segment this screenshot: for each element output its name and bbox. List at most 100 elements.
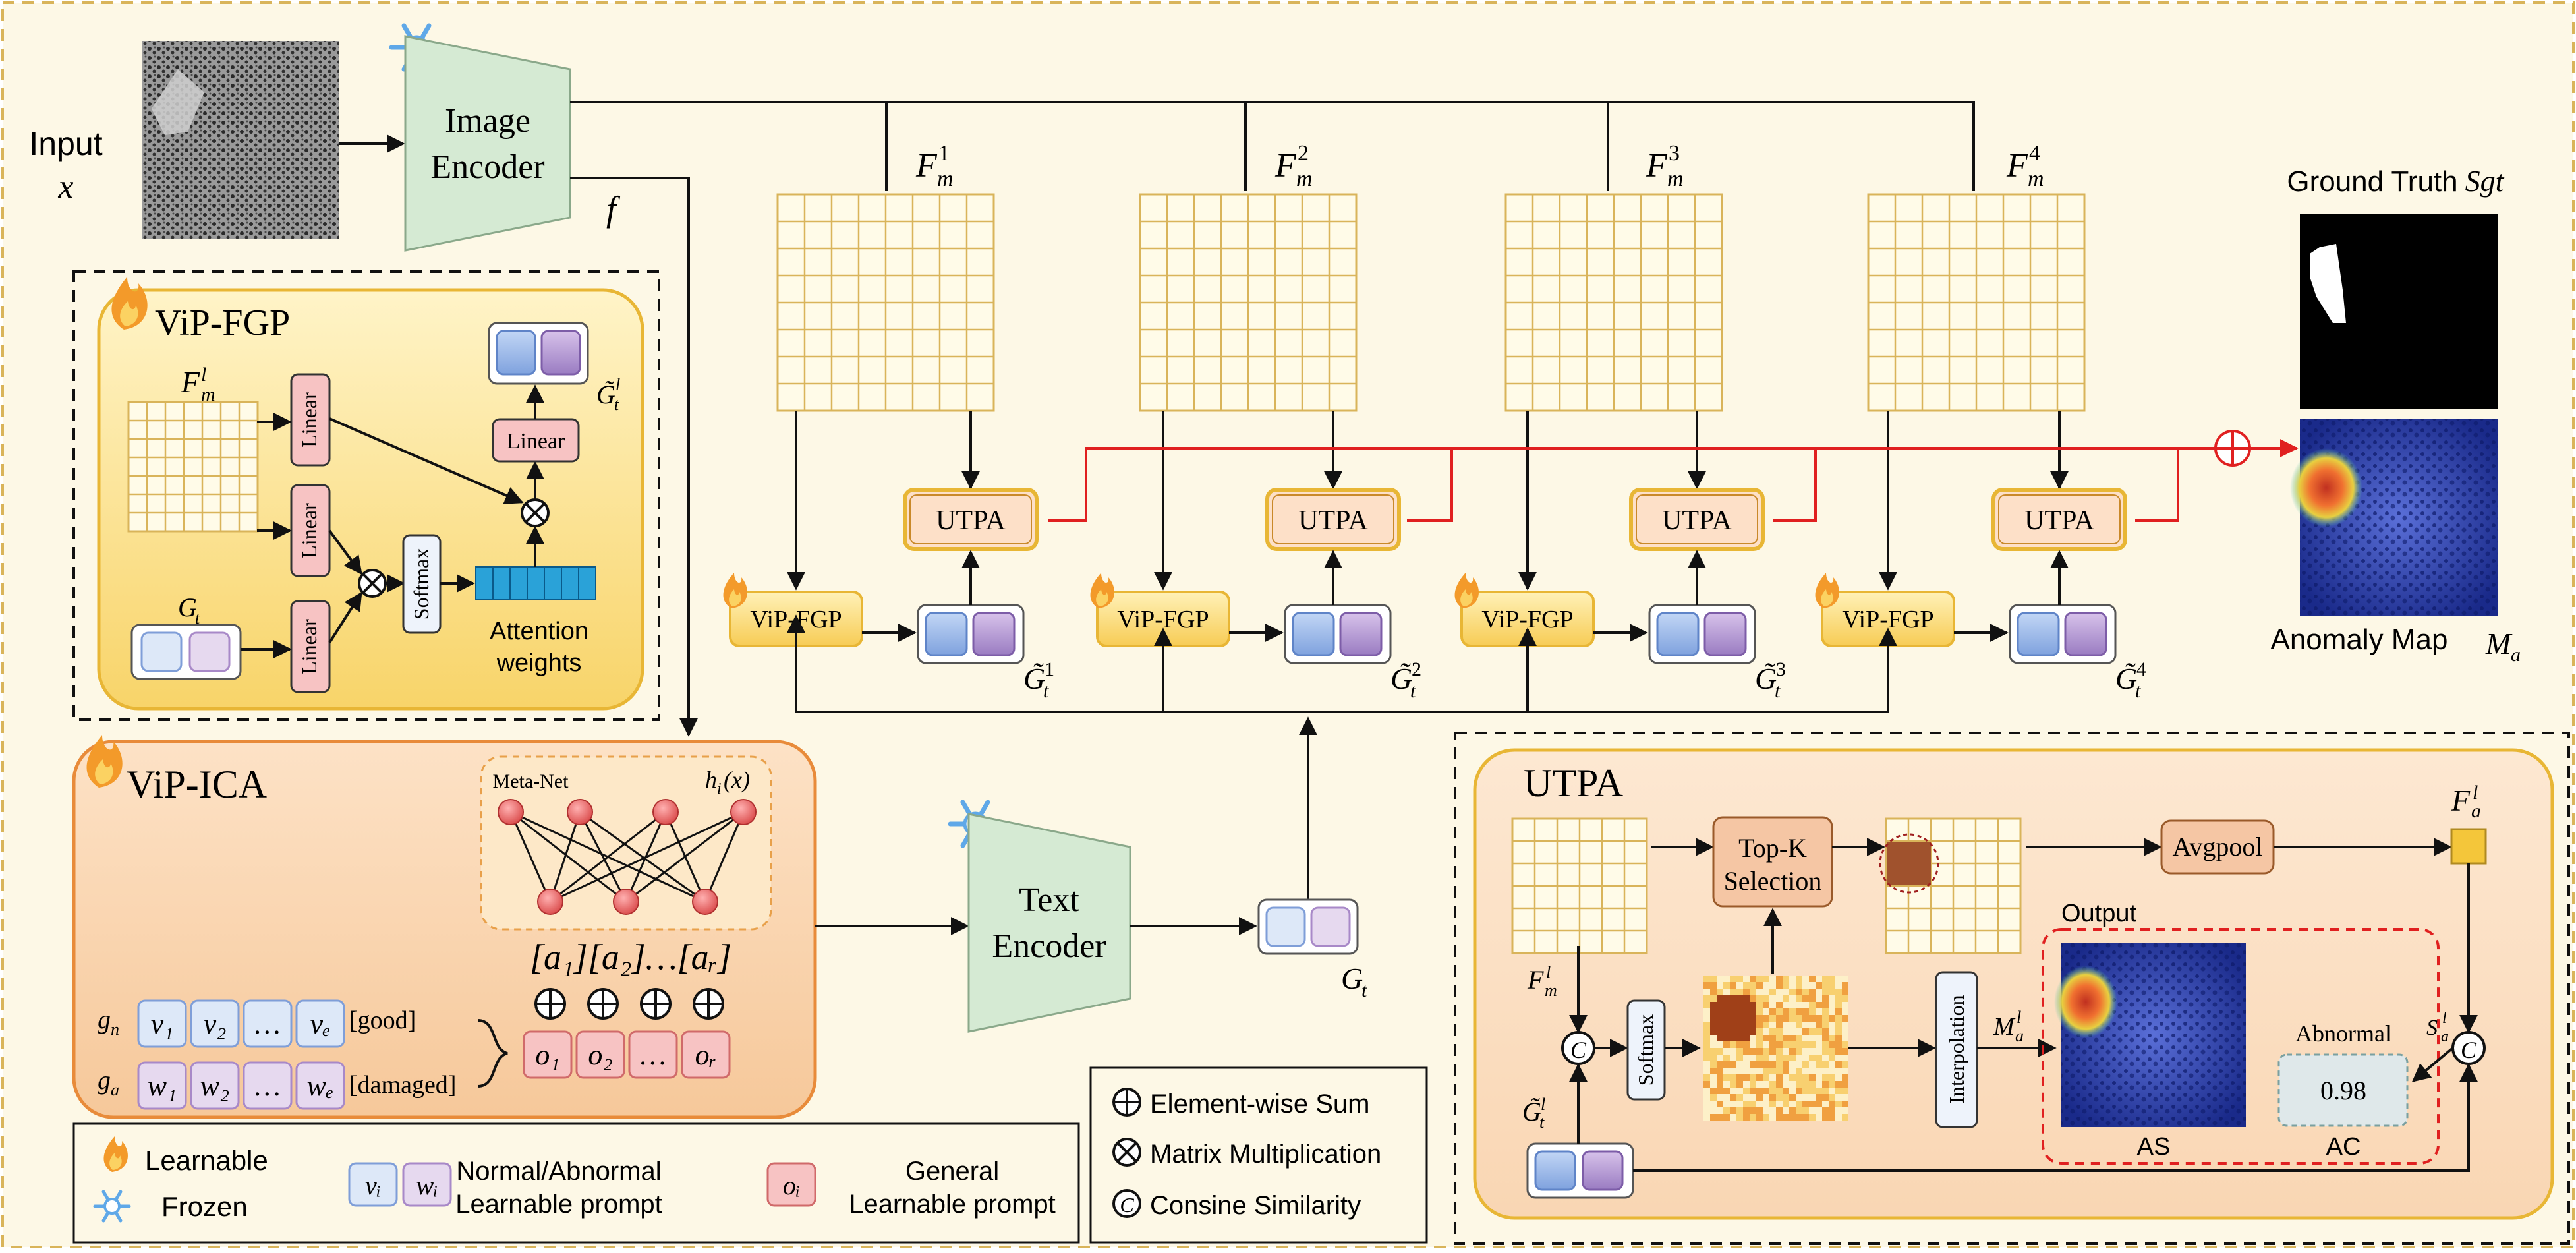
utpa-gt-tokens xyxy=(1526,1142,1634,1199)
heat-cell xyxy=(1802,1101,1809,1107)
svg-text:a: a xyxy=(2015,1026,2024,1045)
metanet-node xyxy=(498,799,524,825)
a-sequence: [a₁][a₂]…[aᵣ] xyxy=(530,937,731,977)
heat-cell xyxy=(1776,995,1783,1002)
as-label: AS xyxy=(2137,1133,2171,1161)
heat-cell xyxy=(1736,1041,1743,1048)
vipfgp-linear-3: Linear xyxy=(290,600,331,693)
heat-cell xyxy=(1789,1094,1796,1101)
utpa-block-1: UTPA xyxy=(903,488,1039,551)
heat-cell xyxy=(1829,1028,1835,1035)
ma-label: M a l xyxy=(1993,1008,2024,1045)
heat-cell xyxy=(1835,1114,1842,1121)
heat-cell xyxy=(1710,995,1717,1002)
heat-cell xyxy=(1835,1107,1842,1114)
heat-cell xyxy=(1822,1074,1829,1081)
topk-block: Top-K Selection xyxy=(1712,816,1833,908)
heat-cell xyxy=(1776,989,1783,995)
heat-cell xyxy=(1763,1008,1769,1015)
heat-cell xyxy=(1802,995,1809,1002)
svg-text:m: m xyxy=(1296,167,1313,191)
heat-cell xyxy=(1763,1022,1769,1028)
heat-cell xyxy=(1789,1074,1796,1081)
token: … xyxy=(243,1061,293,1110)
vipfgp-feature-grid xyxy=(127,401,259,533)
heat-cell xyxy=(1730,982,1736,989)
heat-cell xyxy=(1776,976,1783,982)
heat-cell xyxy=(1796,976,1802,982)
heat-cell xyxy=(1730,1015,1736,1022)
heat-cell xyxy=(1816,1061,1822,1068)
heat-cell xyxy=(1842,1015,1848,1022)
heat-cell xyxy=(1842,1068,1848,1074)
heat-cell xyxy=(1829,1035,1835,1041)
heat-cell xyxy=(1822,1094,1829,1101)
heat-cell xyxy=(1736,1061,1743,1068)
heat-cell xyxy=(1756,995,1763,1002)
heat-cell xyxy=(1756,1088,1763,1094)
heat-cell xyxy=(1809,1074,1816,1081)
svg-text:G: G xyxy=(1341,962,1363,995)
heat-cell xyxy=(1842,1061,1848,1068)
heat-cell xyxy=(1822,1107,1829,1114)
heat-cell xyxy=(1783,1061,1789,1068)
heat-cell xyxy=(1743,1022,1750,1028)
utpa-topk-grid xyxy=(1879,817,2022,954)
ac-label: AC xyxy=(2326,1133,2361,1161)
heat-cell xyxy=(1809,1088,1816,1094)
svg-text:t: t xyxy=(1361,979,1367,1001)
heat-cell xyxy=(1763,1002,1769,1008)
heat-cell xyxy=(1769,1041,1776,1048)
heat-cell xyxy=(1717,982,1723,989)
svg-text:ViP-FGP: ViP-FGP xyxy=(1117,606,1209,633)
heat-cell xyxy=(1730,1008,1736,1015)
heat-cell xyxy=(1710,989,1717,995)
attention-label-1: Attention xyxy=(490,618,588,645)
svg-text:F: F xyxy=(1527,965,1544,995)
heat-cell xyxy=(1809,1068,1816,1074)
heat-cell xyxy=(1835,1008,1842,1015)
heat-cell xyxy=(1769,1008,1776,1015)
attention-cell xyxy=(544,566,562,600)
token: oᵣ xyxy=(681,1030,731,1079)
svg-text:3: 3 xyxy=(1776,658,1786,680)
heat-cell xyxy=(1816,1074,1822,1081)
heat-cell xyxy=(1730,1041,1736,1048)
fm4-label: F m 4 xyxy=(2006,141,2044,191)
heat-cell xyxy=(1789,1015,1796,1022)
attention-cell xyxy=(527,566,545,600)
abnormal-score: 0.98 xyxy=(2320,1076,2366,1105)
gt-label-4: G̃t4 xyxy=(2115,658,2146,702)
svg-text:S: S xyxy=(2426,1016,2438,1040)
svg-text:4: 4 xyxy=(2029,141,2040,165)
svg-text:m: m xyxy=(1545,981,1557,1000)
feature-grid-3 xyxy=(1504,193,1723,412)
heat-cell xyxy=(1763,1101,1769,1107)
heat-cell xyxy=(1783,1028,1789,1035)
heat-cell xyxy=(1776,1008,1783,1015)
heat-cell xyxy=(1802,1094,1809,1101)
heat-cell xyxy=(1750,1101,1756,1107)
heat-cell xyxy=(1756,1081,1763,1088)
heat-cell xyxy=(1829,1048,1835,1055)
anomaly-label: Anomaly Map xyxy=(2270,624,2447,656)
heat-cell xyxy=(1809,1041,1816,1048)
heat-cell xyxy=(1703,982,1710,989)
heat-cell xyxy=(1816,1041,1822,1048)
text-encoder-line1: Text xyxy=(1019,881,1079,919)
heat-cell xyxy=(1703,1002,1710,1008)
svg-text:m: m xyxy=(1667,167,1684,191)
heat-cell xyxy=(1769,1114,1776,1121)
flame-icon xyxy=(723,573,747,608)
heat-cell xyxy=(1743,1035,1750,1041)
heat-cell xyxy=(1717,1068,1723,1074)
heat-cell xyxy=(1769,1028,1776,1035)
heat-cell xyxy=(1717,1081,1723,1088)
heat-cell xyxy=(1769,1101,1776,1107)
heat-cell xyxy=(1703,1088,1710,1094)
heat-cell xyxy=(1829,1055,1835,1061)
heat-cell xyxy=(1776,1074,1783,1081)
heat-cell xyxy=(1816,989,1822,995)
heat-cell xyxy=(1776,1041,1783,1048)
